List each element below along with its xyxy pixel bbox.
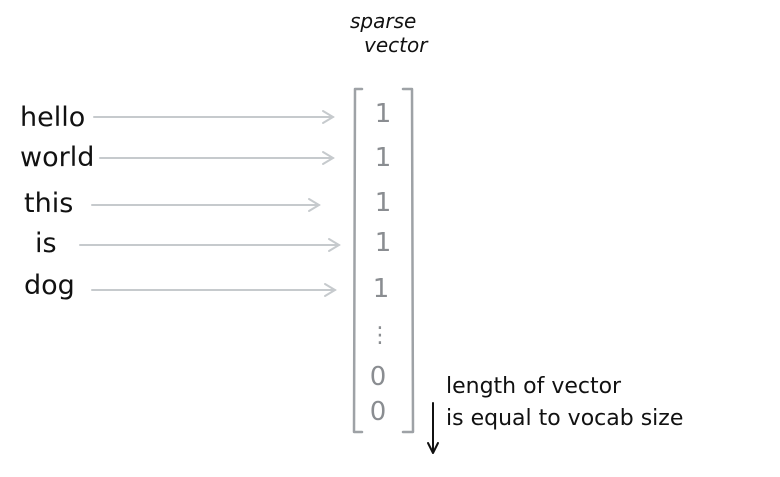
vector-cell-this: 1 [375, 188, 392, 218]
word-world: world [20, 142, 94, 173]
vector-cell-hello: 1 [375, 99, 392, 129]
vector-left-bracket [352, 87, 364, 434]
word-hello: hello [20, 102, 85, 133]
word-arrow-hello [93, 110, 335, 124]
header-line-1: sparse [350, 9, 416, 33]
word-arrow-is [79, 238, 341, 252]
length-down-arrow [427, 402, 439, 454]
vector-cell-zero-1: 0 [370, 362, 387, 392]
word-dog: dog [24, 270, 75, 301]
vector-right-bracket [401, 87, 415, 434]
vector-cell-dog: 1 [373, 274, 390, 304]
word-arrow-dog [91, 283, 337, 297]
vector-cell-zero-2: 0 [370, 397, 387, 427]
note-line-2: is equal to vocab size [446, 406, 683, 431]
vector-ellipsis: ⋮ [369, 323, 391, 348]
vector-cell-world: 1 [375, 143, 392, 173]
note-line-1: length of vector [446, 374, 622, 399]
word-is: is [35, 228, 57, 259]
header-line-2: vector [364, 33, 429, 57]
word-arrow-this [91, 198, 321, 212]
word-arrow-world [99, 151, 335, 165]
vector-cell-is: 1 [375, 228, 392, 258]
word-this: this [24, 188, 73, 219]
